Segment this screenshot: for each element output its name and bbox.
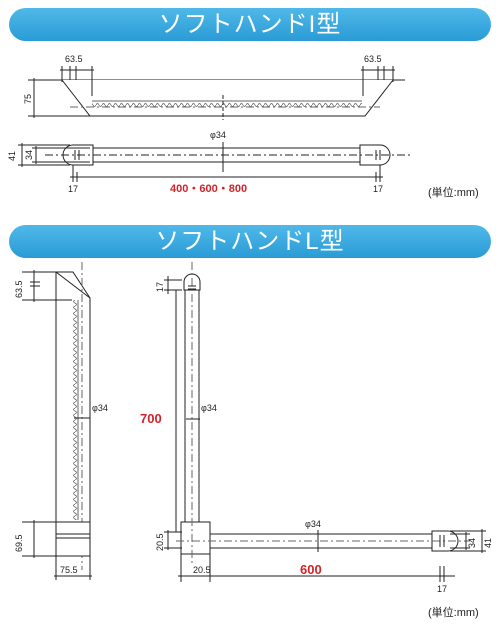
l-dim-top-end: 17 xyxy=(155,282,165,292)
banner-type-l: ソフトハンドL型 xyxy=(9,225,491,258)
i-type-front-view xyxy=(18,142,410,182)
l-dim-corner-width: 20.5 xyxy=(193,565,211,575)
l-dim-length: 600 xyxy=(300,562,322,577)
l-dim-right-end: 17 xyxy=(437,584,447,594)
l-dim-base-width: 75.5 xyxy=(60,565,78,575)
i-dim-right-bracket: 63.5 xyxy=(364,54,382,64)
l-dim-height: 700 xyxy=(140,411,162,426)
l-dim-horizontal-diameter: φ34 xyxy=(305,519,321,529)
i-dim-inner-height: 34 xyxy=(24,150,34,160)
i-dim-right-end: 17 xyxy=(373,184,383,194)
l-dim-side-diameter: φ34 xyxy=(92,403,108,413)
l-dim-inner-height: 34 xyxy=(467,538,477,548)
l-dim-bottom-bracket: 69.5 xyxy=(14,534,24,552)
banner-type-i: ソフトハンドI型 xyxy=(9,8,491,41)
l-dim-vertical-diameter: φ34 xyxy=(201,403,217,413)
i-dim-left-bracket: 63.5 xyxy=(65,54,83,64)
l-dim-top-bracket: 63.5 xyxy=(14,280,24,298)
unit-label-l: (単位:mm) xyxy=(428,607,479,619)
i-dim-length-options: 400・600・800 xyxy=(170,183,247,195)
l-dim-outer-height: 41 xyxy=(483,538,493,548)
l-dim-corner-height: 20.5 xyxy=(155,533,165,551)
i-dim-projection: 75 xyxy=(23,94,33,104)
i-type-side-view xyxy=(28,66,405,120)
i-dim-left-end: 17 xyxy=(68,184,78,194)
l-type-front-view xyxy=(164,262,486,582)
unit-label-i: (単位:mm) xyxy=(428,187,479,199)
i-dim-outer-height: 41 xyxy=(7,151,17,161)
i-dim-diameter: φ34 xyxy=(210,130,226,140)
l-type-side-view xyxy=(22,262,92,580)
